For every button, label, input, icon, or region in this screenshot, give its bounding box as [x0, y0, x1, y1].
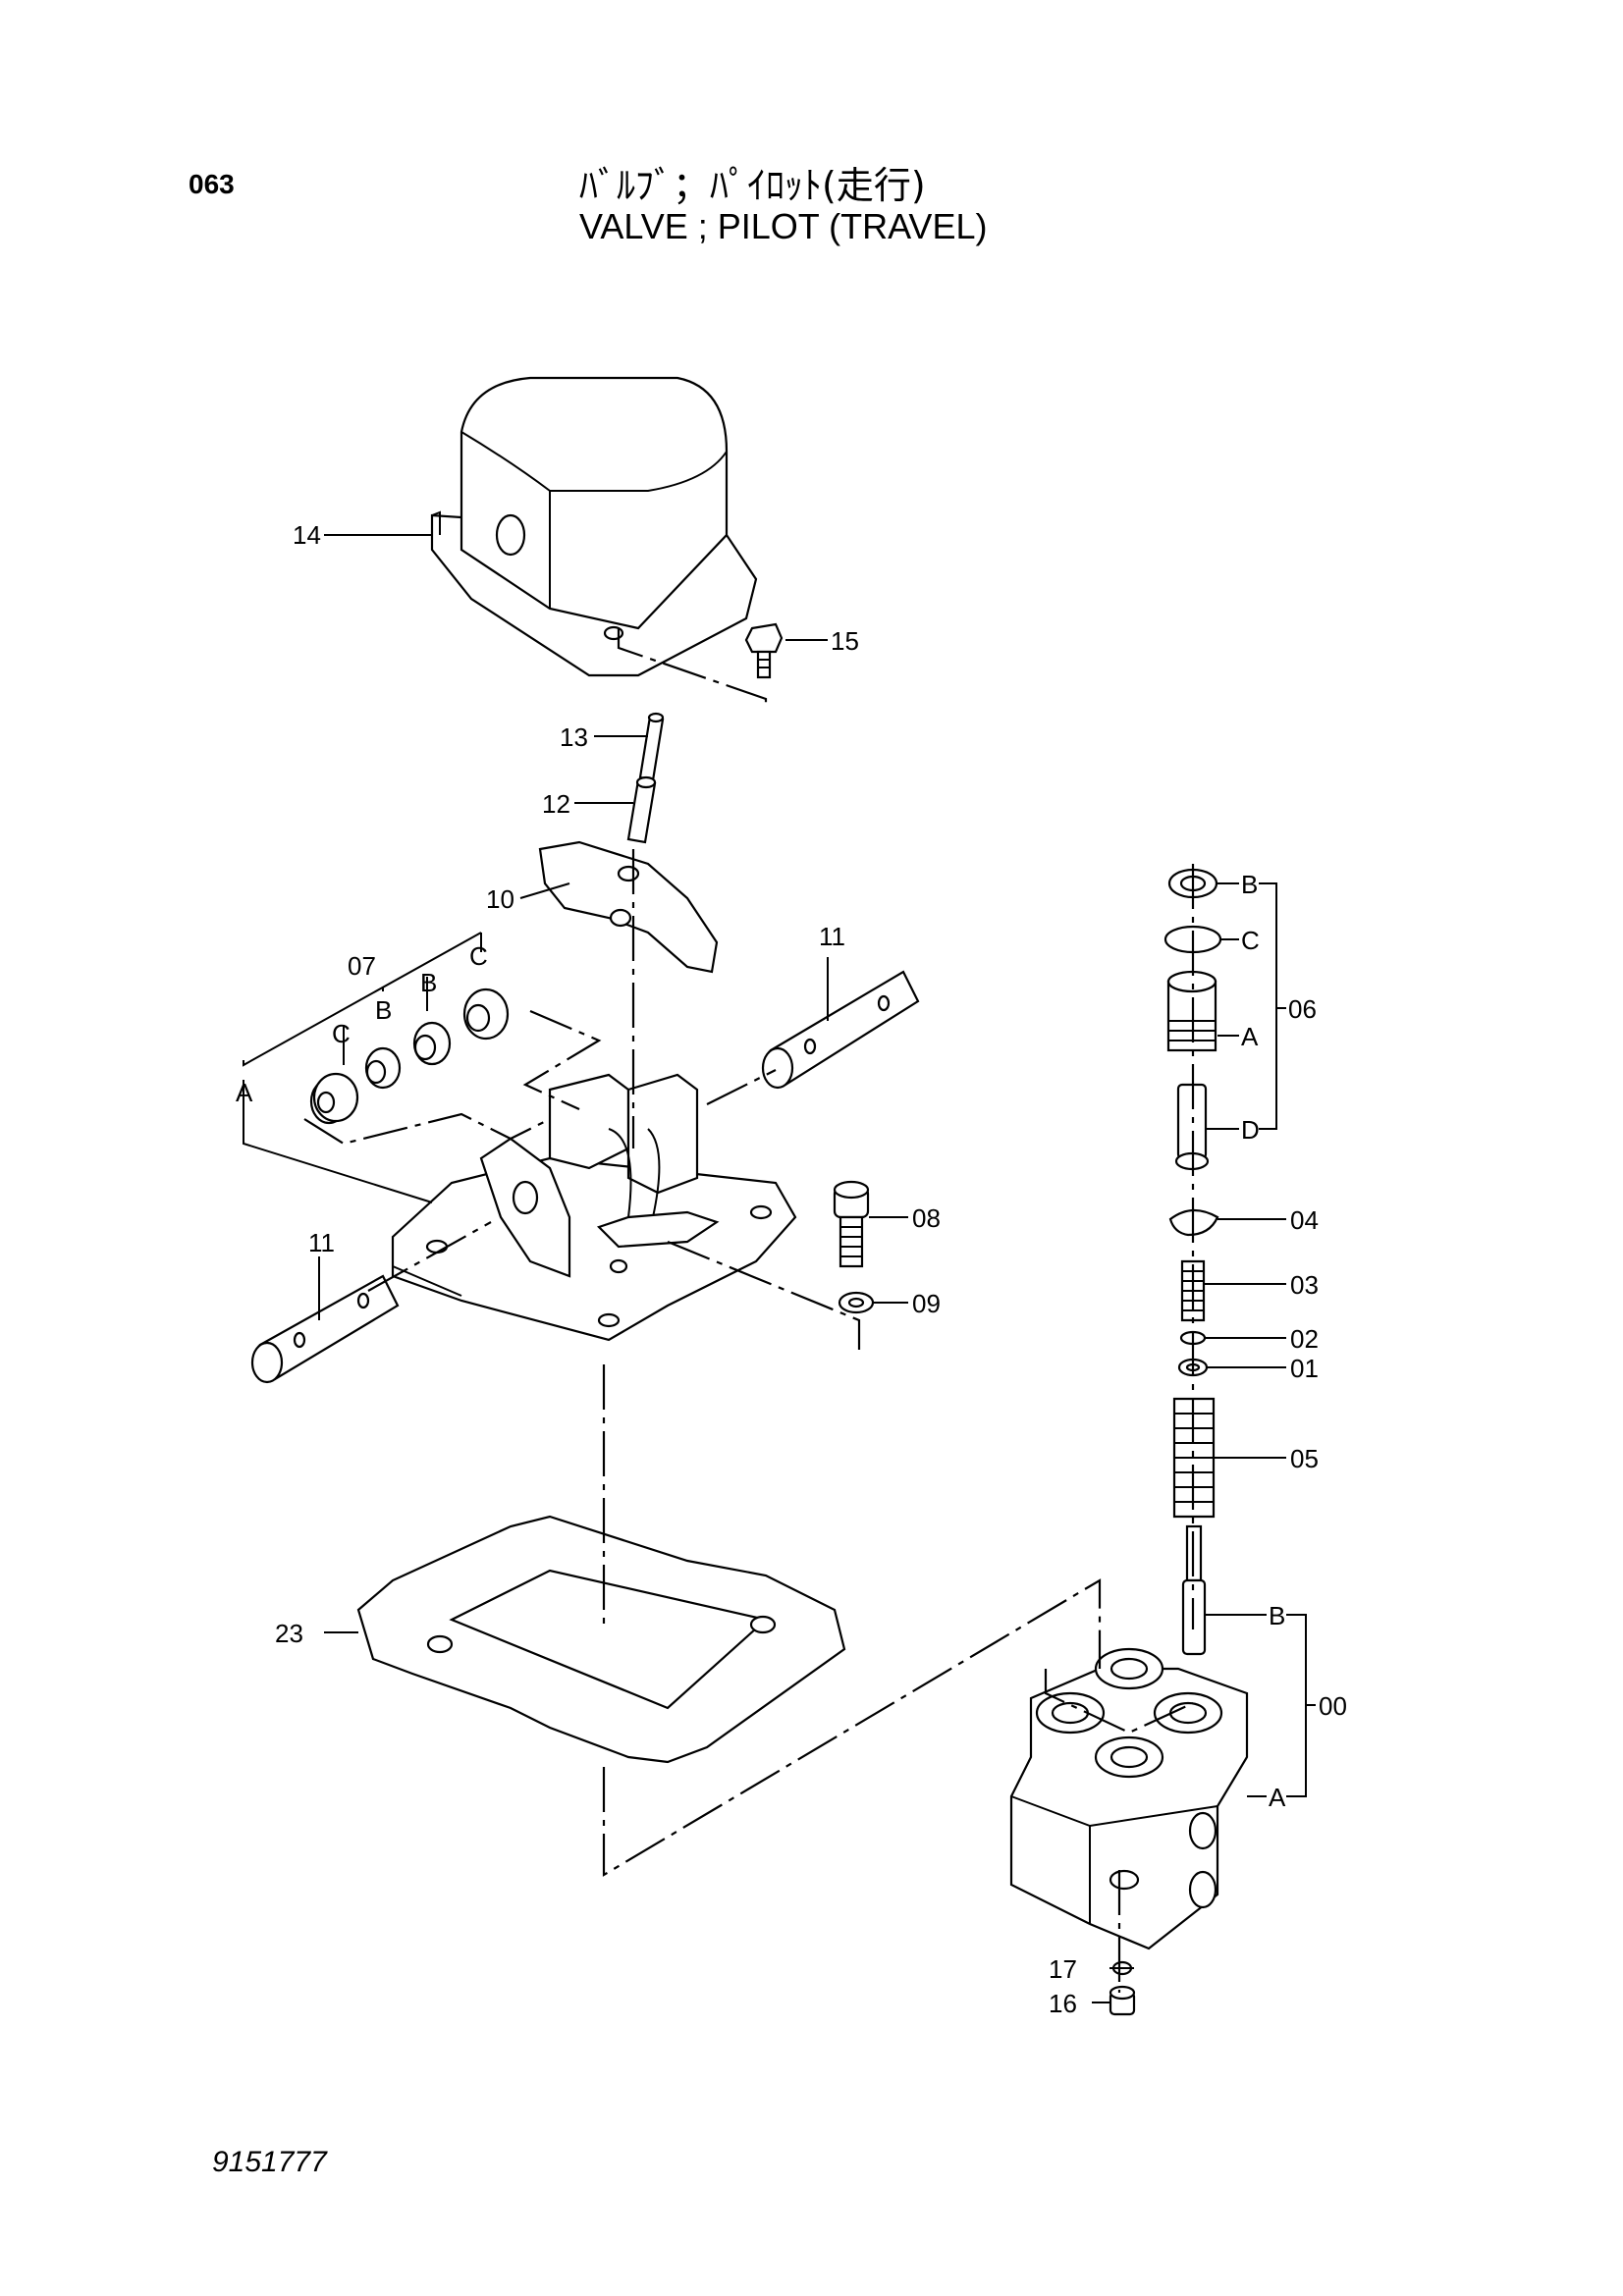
callout-14: 14: [293, 520, 321, 550]
part-cover-boot: [430, 376, 758, 677]
page-number: 063: [189, 169, 235, 199]
part-plug-17-16: [1109, 1960, 1136, 2016]
part-bushings-07: [309, 988, 510, 1125]
callout-labels: 14 15 13 12 10 11 11 07 08 09 23 06 04 0…: [236, 520, 1347, 2018]
sub-label-b-1: B: [375, 995, 392, 1025]
right-label-d-1: D: [1241, 1115, 1260, 1145]
callout-04: 04: [1290, 1205, 1319, 1235]
callout-03: 03: [1290, 1270, 1319, 1300]
callout-01: 01: [1290, 1354, 1319, 1383]
part-valve-body-00: [1009, 1647, 1249, 1950]
part-gasket-23: [356, 1515, 846, 1764]
callout-13: 13: [560, 722, 588, 752]
callout-15: 15: [831, 626, 859, 656]
part-cam-lever: [538, 840, 719, 974]
title-japanese: ﾊﾞﾙﾌﾞ；ﾊﾟｲﾛｯﾄ(走行): [579, 164, 926, 207]
part-bolt-15: [744, 622, 784, 679]
callout-16: 16: [1049, 1989, 1077, 2018]
part-pin-11-lower: [250, 1274, 400, 1384]
callout-00: 00: [1319, 1691, 1347, 1721]
part-pin-11-upper: [761, 970, 920, 1090]
title-english: VALVE ; PILOT (TRAVEL): [579, 206, 988, 246]
callout-06: 06: [1288, 994, 1317, 1024]
callout-12: 12: [542, 789, 570, 819]
sub-label-c-1: C: [332, 1019, 351, 1048]
right-label-a-2: A: [1269, 1783, 1286, 1812]
right-label-a-1: A: [1241, 1022, 1259, 1051]
leader-lines: [243, 534, 1316, 2003]
part-washer-09: [838, 1291, 875, 1314]
callout-09: 09: [912, 1289, 941, 1318]
assembly-center-lines: [303, 628, 1195, 1993]
right-label-b-2: B: [1269, 1601, 1285, 1630]
right-label-c-1: C: [1241, 926, 1260, 955]
sub-label-a: A: [236, 1078, 253, 1107]
part-pin-13: [638, 712, 665, 782]
callout-11-lower: 11: [308, 1228, 335, 1257]
callout-05: 05: [1290, 1444, 1319, 1473]
callout-07: 07: [348, 951, 376, 981]
callout-23: 23: [275, 1619, 303, 1648]
callout-02: 02: [1290, 1324, 1319, 1354]
part-pin-12: [626, 775, 657, 844]
callout-17: 17: [1049, 1954, 1077, 1984]
callout-11-upper: 11: [819, 922, 845, 951]
part-screw-08: [833, 1180, 870, 1268]
sub-label-c-2: C: [469, 941, 488, 971]
sub-label-b-2: B: [420, 968, 437, 997]
callout-10: 10: [486, 884, 514, 914]
callout-08: 08: [912, 1203, 941, 1233]
right-label-b-1: B: [1241, 870, 1258, 899]
document-code: 9151777: [212, 2146, 327, 2178]
part-casing: [391, 1073, 797, 1342]
